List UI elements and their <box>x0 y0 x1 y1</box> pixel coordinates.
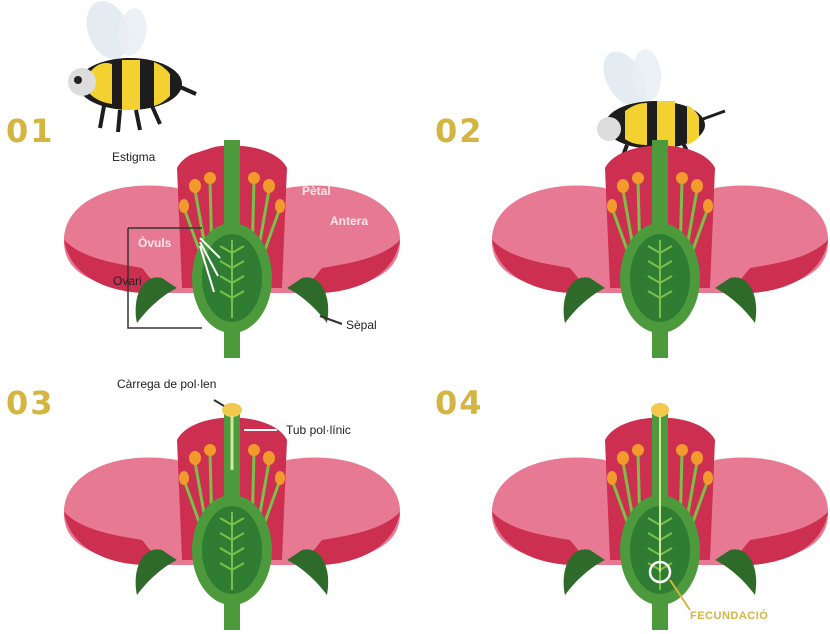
step-number-1: 01 <box>6 112 55 150</box>
step-number-2: 02 <box>435 112 484 150</box>
step-number-3: 03 <box>6 384 55 422</box>
flower-diagram-2 <box>480 128 830 358</box>
label-sepal: Sèpal <box>346 318 377 332</box>
label-antera: Antera <box>330 214 368 228</box>
label-ovari: Ovari <box>113 274 142 288</box>
flower-diagram-3 <box>52 400 412 630</box>
label-tub-pollinic: Tub pol·línic <box>286 423 351 437</box>
label-carrega-pollen: Càrrega de pol·len <box>117 377 216 391</box>
label-ovuls: Òvuls <box>138 236 171 250</box>
bee-flying-illustration <box>60 2 200 137</box>
label-petal: Pètal <box>302 184 331 198</box>
label-fecundacio: FECUNDACIÓ <box>690 610 768 622</box>
flower-diagram-4 <box>480 400 830 630</box>
step-number-4: 04 <box>435 384 484 422</box>
label-estigma: Estigma <box>112 150 155 164</box>
